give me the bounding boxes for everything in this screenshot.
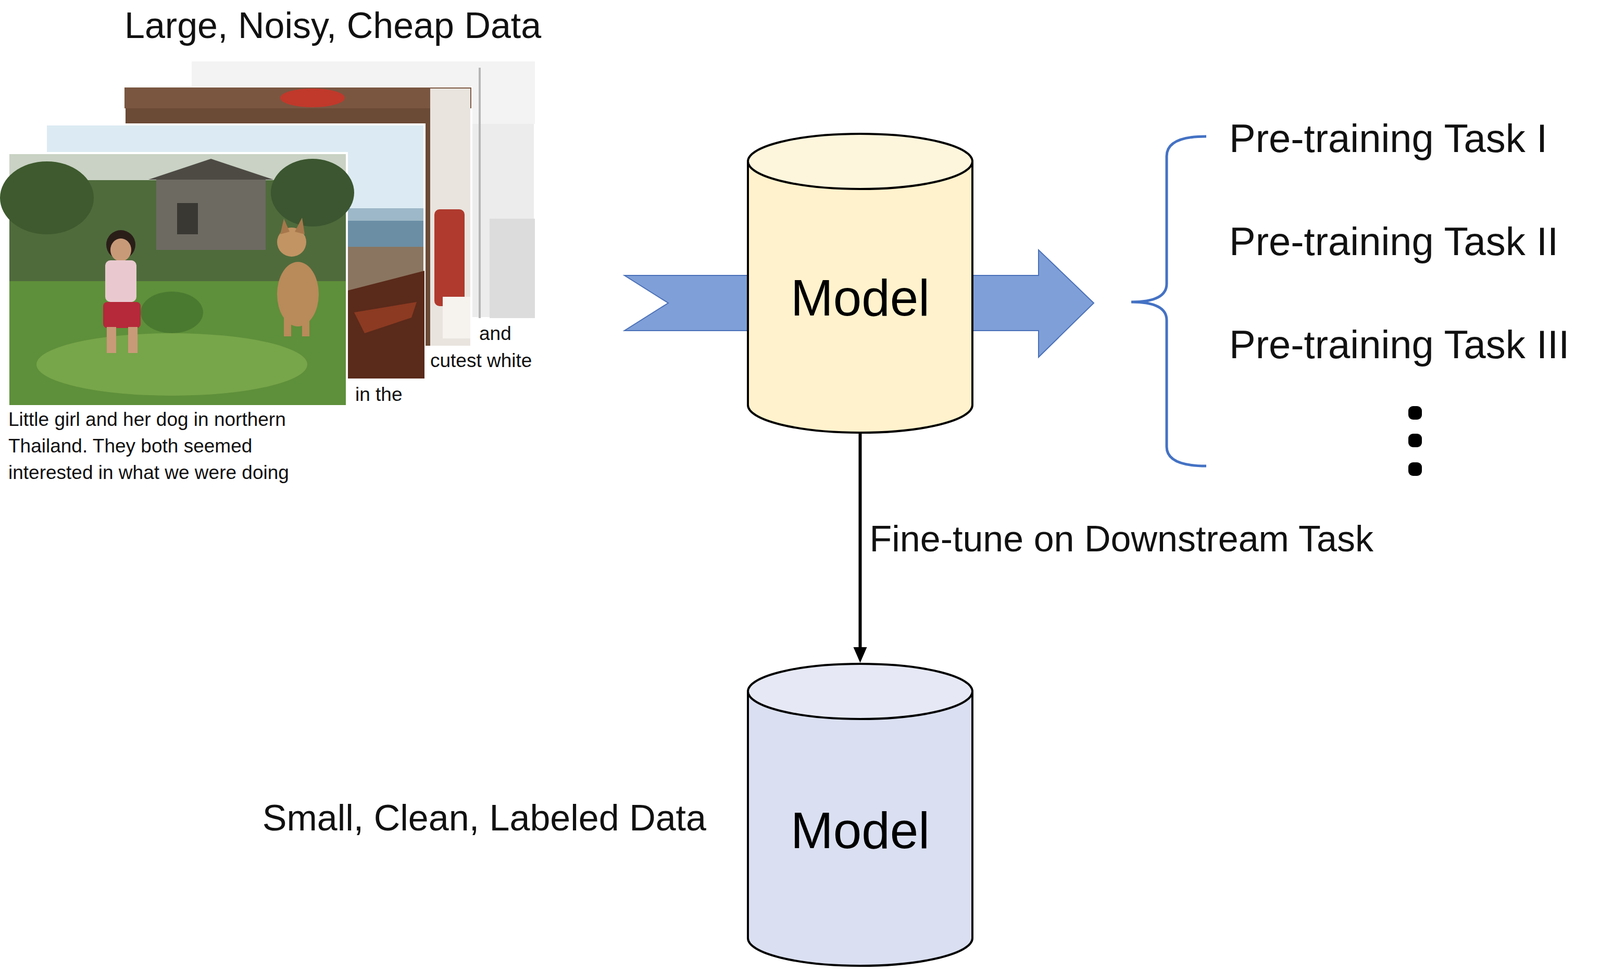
- text-label: Pre-training Task III: [1229, 320, 1570, 369]
- node-label: Model: [746, 268, 974, 328]
- photo-girl-dog: [0, 153, 355, 407]
- cylinder-node: Model: [746, 663, 974, 968]
- text-label: Small, Clean, Labeled Data: [262, 796, 707, 841]
- brace: [1131, 136, 1207, 467]
- node-label: Model: [746, 801, 974, 861]
- connector-arrow: [853, 433, 868, 664]
- text-label: Large, Noisy, Cheap Data: [124, 3, 542, 48]
- text-label: Pre-training Task I: [1229, 114, 1548, 162]
- text-label: cutest white: [430, 349, 532, 373]
- cylinder-top: [747, 664, 973, 720]
- text-label: and: [479, 322, 512, 346]
- edge-label: Fine-tune on Downstream Task: [869, 517, 1374, 561]
- ellipsis-dots: [1408, 406, 1422, 477]
- cylinder-node: Model: [746, 132, 974, 434]
- text-label: Pre-training Task II: [1229, 217, 1559, 266]
- text-label: in the: [355, 383, 403, 407]
- cylinder-top: [747, 133, 973, 190]
- text-label: Little girl and her dog in northern Thai…: [8, 406, 321, 486]
